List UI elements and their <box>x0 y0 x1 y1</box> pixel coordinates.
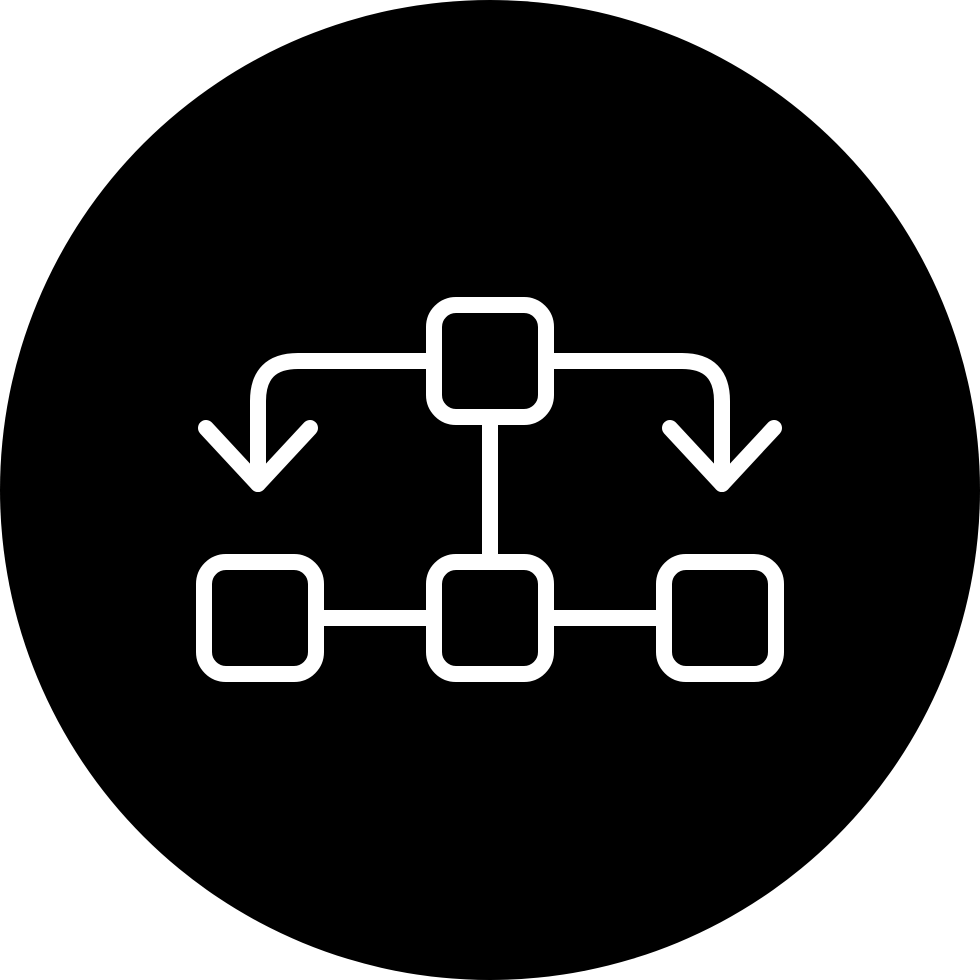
left-arrow-head <box>198 420 318 492</box>
right-curved-arrow-line <box>538 353 730 492</box>
left-curved-arrow-line <box>250 353 442 492</box>
right-arrow-head <box>662 420 782 492</box>
flowchart-glyph <box>196 297 784 682</box>
